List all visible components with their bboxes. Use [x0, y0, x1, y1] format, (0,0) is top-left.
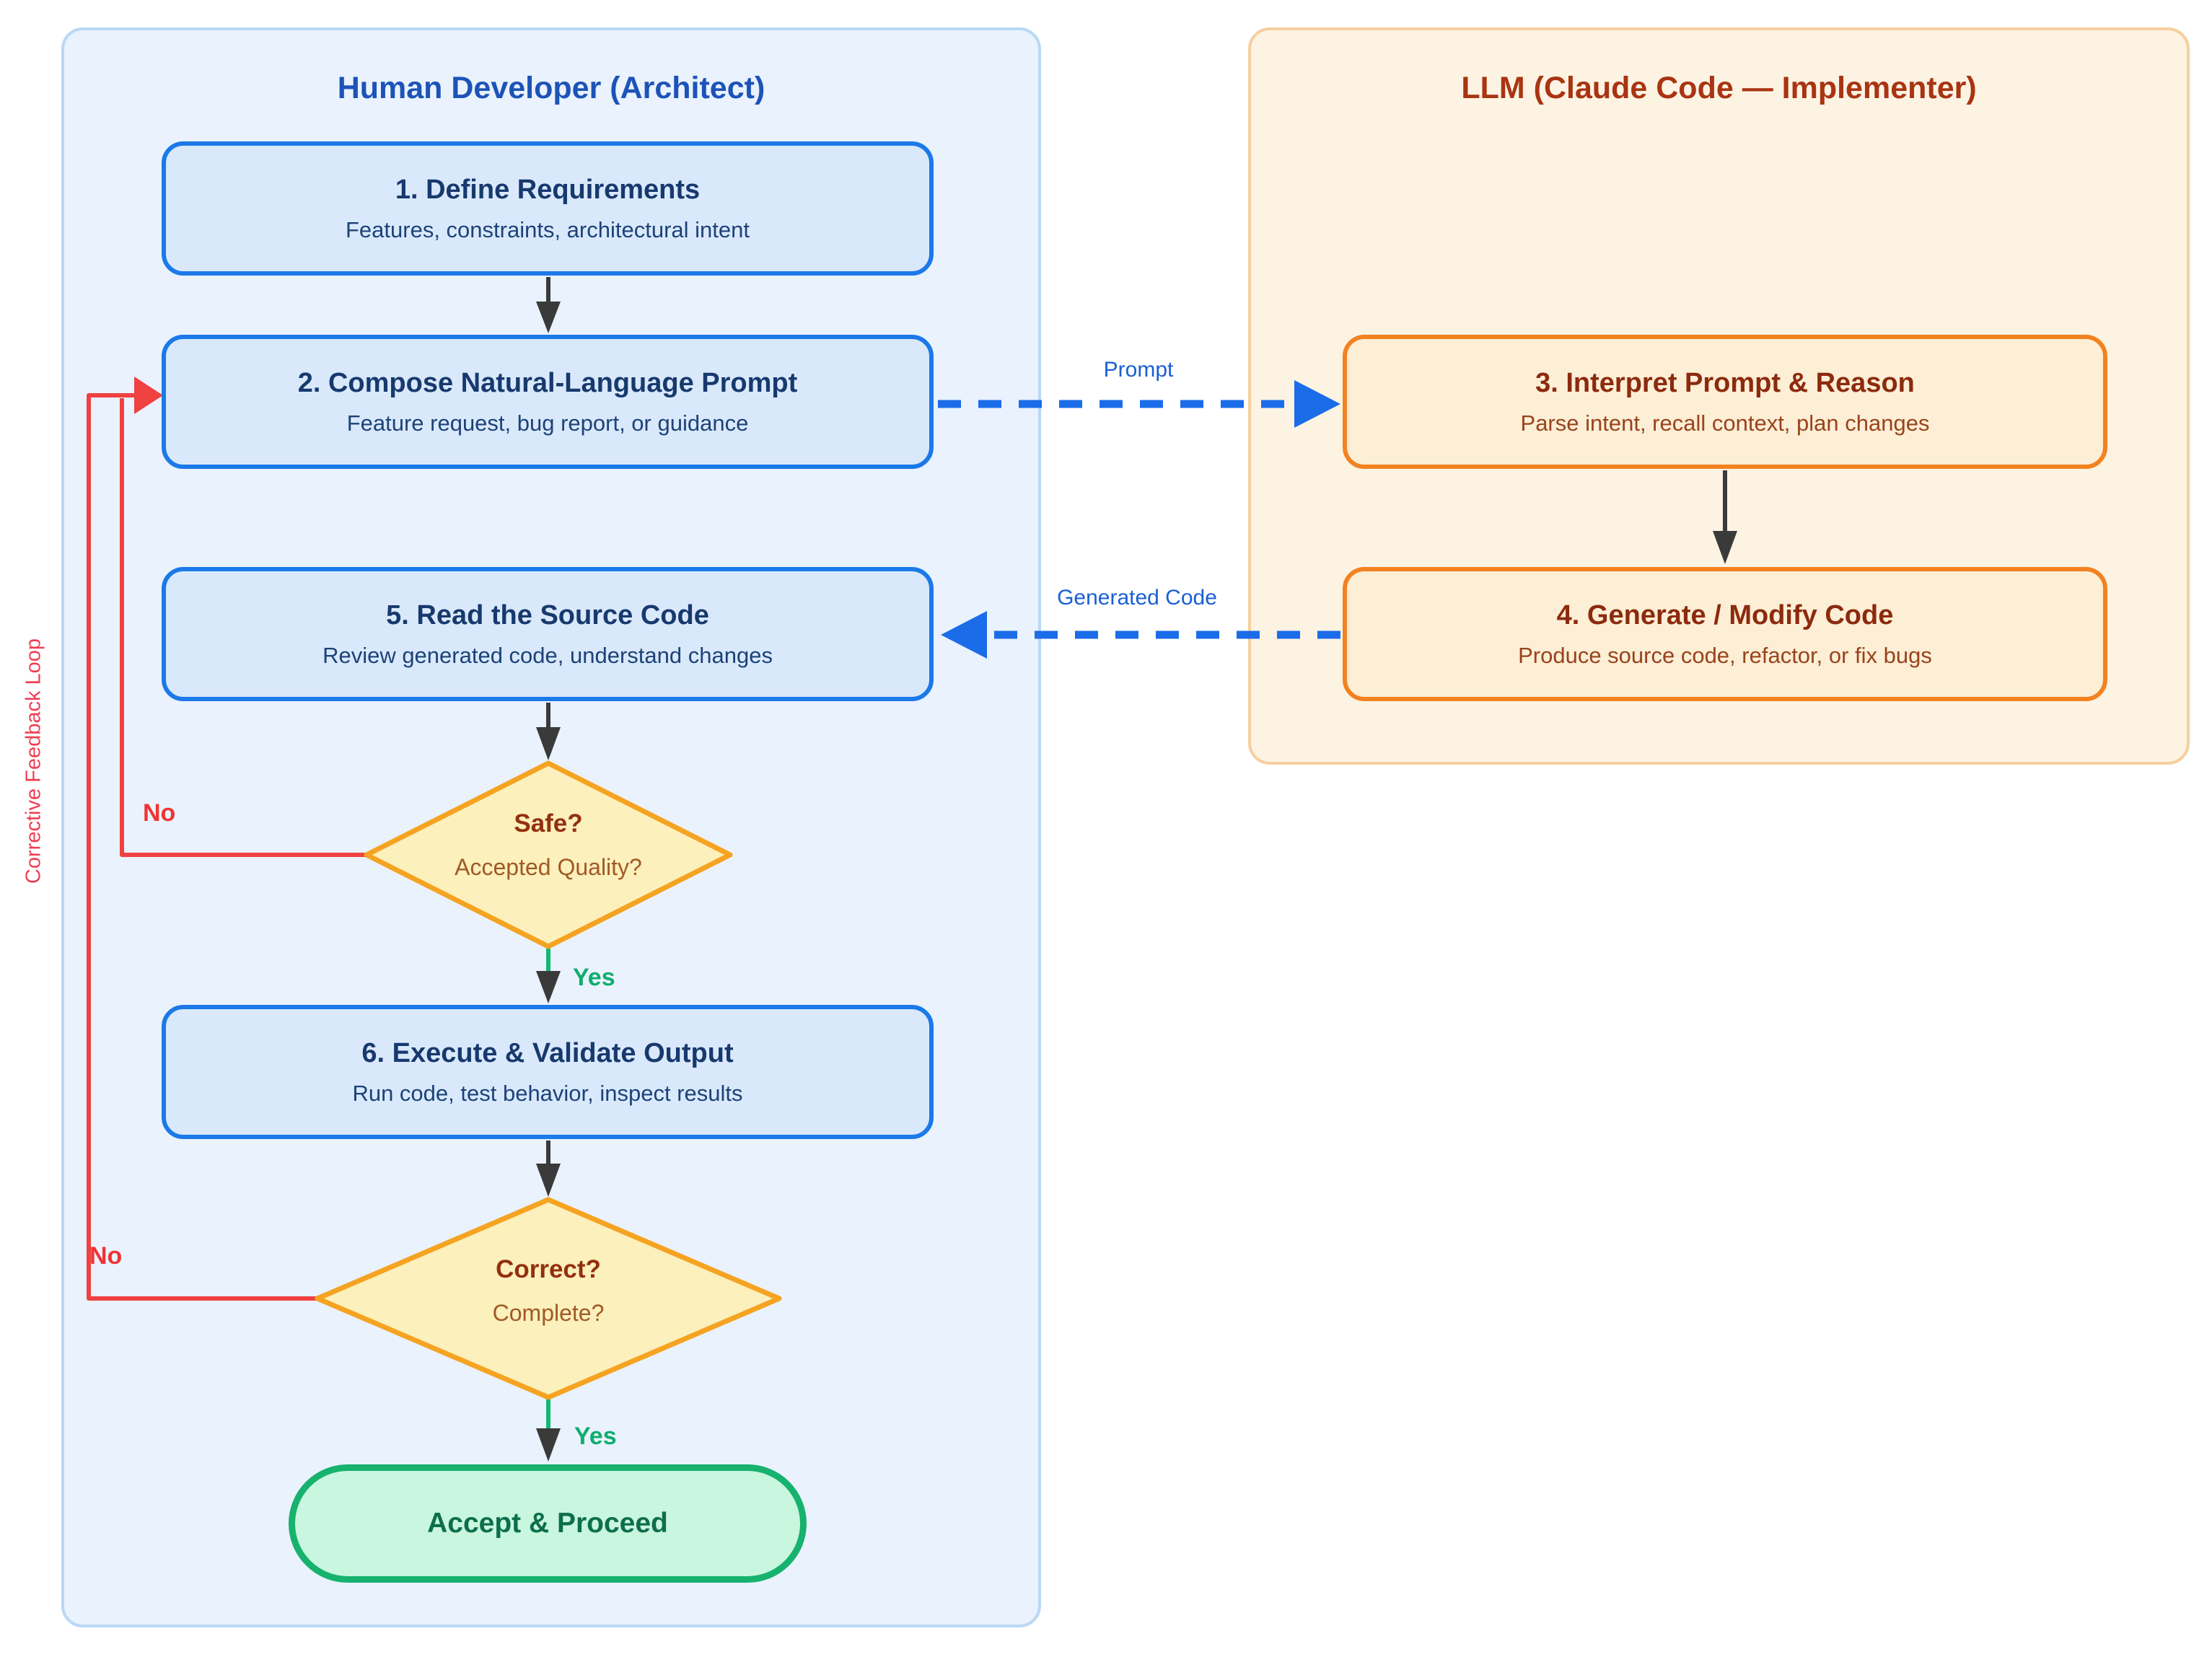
loop-safe-no [120, 377, 367, 857]
node-subtitle: Parse intent, recall context, plan chang… [1520, 410, 1930, 436]
node-compose-prompt: 2. Compose Natural-Language Prompt Featu… [162, 335, 934, 469]
node-subtitle: Review generated code, understand change… [322, 642, 773, 668]
node-define-requirements: 1. Define Requirements Features, constra… [162, 141, 934, 276]
correct-yes-label: Yes [574, 1423, 617, 1450]
safe-yes-label: Yes [573, 964, 615, 991]
node-execute-validate: 6. Execute & Validate Output Run code, t… [162, 1005, 934, 1139]
arrow-generated-code [941, 611, 1340, 659]
correct-decision-label: Correct? Complete? [368, 1255, 729, 1327]
node-title: 2. Compose Natural-Language Prompt [297, 367, 798, 398]
node-title: 6. Execute & Validate Output [361, 1037, 734, 1068]
corrective-feedback-loop-label: Corrective Feedback Loop [22, 638, 45, 884]
node-subtitle: Produce source code, refactor, or fix bu… [1518, 642, 1932, 668]
accept-label: Accept & Proceed [427, 1508, 668, 1539]
node-title: 5. Read the Source Code [386, 599, 709, 630]
decision-title: Correct? [496, 1255, 601, 1283]
node-subtitle: Run code, test behavior, inspect results [352, 1080, 743, 1106]
llm-panel-title: LLM (Claude Code — Implementer) [1461, 71, 1977, 105]
node-interpret-reason: 3. Interpret Prompt & Reason Parse inten… [1343, 335, 2107, 469]
node-subtitle: Features, constraints, architectural int… [346, 216, 750, 242]
safe-no-label: No [143, 799, 176, 827]
loop-correct-no [87, 393, 317, 1301]
node-accept-proceed: Accept & Proceed [289, 1464, 807, 1583]
arrow-define-to-compose [536, 277, 561, 333]
human-panel-title: Human Developer (Architect) [337, 71, 765, 105]
safe-decision-diamond [364, 760, 733, 949]
prompt-edge-label: Prompt [1103, 358, 1174, 382]
generated-code-edge-label: Generated Code [1057, 586, 1217, 610]
node-title: 1. Define Requirements [395, 174, 701, 205]
decision-subtitle: Accepted Quality? [455, 854, 642, 880]
correct-no-label: No [89, 1242, 123, 1270]
node-title: 4. Generate / Modify Code [1556, 599, 1894, 630]
arrow-correct-yes [536, 1399, 561, 1462]
correct-decision-diamond [315, 1197, 782, 1400]
arrow-execute-to-correct [536, 1140, 561, 1197]
node-generate-modify-code: 4. Generate / Modify Code Produce source… [1343, 567, 2107, 701]
node-subtitle: Feature request, bug report, or guidance [346, 410, 749, 436]
node-read-source-code: 5. Read the Source Code Review generated… [162, 567, 934, 701]
node-title: 3. Interpret Prompt & Reason [1535, 367, 1915, 398]
arrow-interpret-to-generate [1713, 470, 1737, 564]
arrow-prompt [938, 380, 1340, 428]
decision-subtitle: Complete? [492, 1300, 605, 1326]
arrow-safe-yes [536, 948, 561, 1003]
safe-decision-label: Safe? Accepted Quality? [368, 809, 729, 881]
arrow-read-to-safe [536, 703, 561, 760]
decision-title: Safe? [514, 809, 583, 838]
